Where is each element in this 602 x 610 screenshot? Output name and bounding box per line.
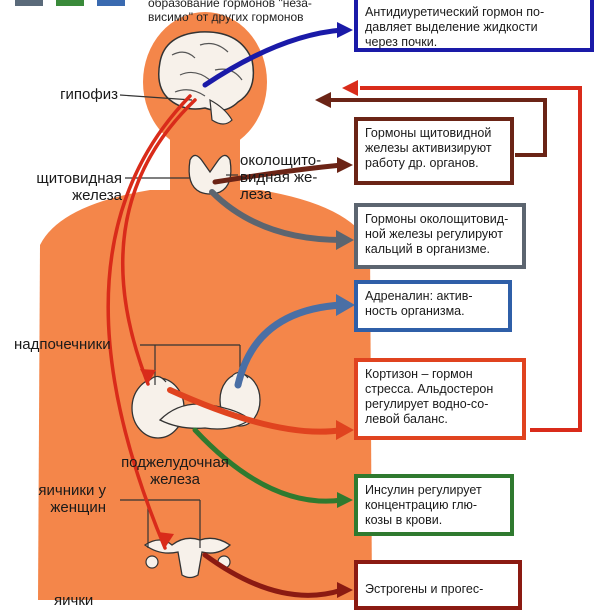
label-testes: яички — [54, 592, 94, 609]
box-thyroid-hormones: Гормоны щитовидной железы активизируют р… — [354, 117, 514, 185]
label-pituitary: гипофиз — [60, 86, 118, 103]
box-insulin: Инсулин регулирует концентрацию глю- коз… — [354, 474, 514, 536]
brain-illustration — [158, 31, 255, 125]
hormone-arrows — [106, 27, 346, 598]
feedback-return-lines — [330, 86, 582, 432]
label-thyroid: щитовидная железа — [36, 170, 122, 204]
label-adrenal: надпочечники — [14, 336, 111, 353]
label-pancreas: поджелудочная железа — [121, 454, 229, 488]
arrowheads — [140, 22, 358, 598]
box-adrenaline: Адреналин: актив- ность организма. — [354, 280, 512, 332]
legend-swatch-grey — [15, 0, 43, 6]
box-antidiuretic: Антидиуретический гормон по- давляет выд… — [354, 0, 594, 52]
box-parathyroid-hormones: Гормоны околощитовид- ной железы регулир… — [354, 203, 526, 269]
box-cortisone: Кортизон – гормон стресса. Альдостерон р… — [354, 358, 526, 440]
thyroid-illustration — [188, 154, 232, 195]
label-ovaries: яичники у женщин — [38, 482, 106, 516]
legend-swatch-green — [56, 0, 84, 6]
box-estrogens: Эстрогены и прогес- — [354, 560, 522, 610]
label-parathyroid: околощито- видная же- леза — [240, 152, 322, 203]
legend-swatch-blue — [97, 0, 125, 6]
top-note: образование гормонов "незa- висимо" от д… — [148, 0, 312, 24]
label-leaders — [119, 94, 241, 548]
